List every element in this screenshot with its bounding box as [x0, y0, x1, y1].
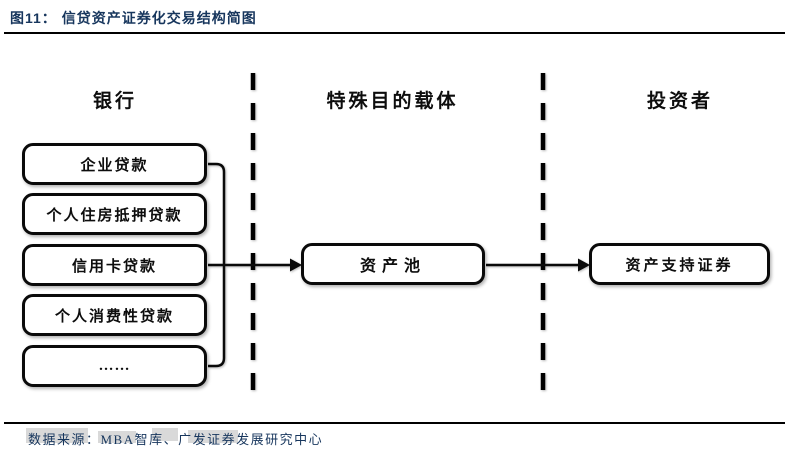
asset-box-mortgage-loans: 个人住房抵押贷款	[22, 193, 207, 235]
column-header-bank: 银行	[92, 91, 137, 112]
watermark-artifact	[152, 428, 178, 441]
watermark-artifact	[26, 428, 88, 443]
watermark-artifact	[188, 430, 238, 443]
arrow-pool-to-security-head	[578, 258, 590, 272]
arrow-assets-to-pool-head	[290, 258, 302, 272]
asset-box-corporate-loans: 企业贷款	[22, 143, 207, 185]
asset-pool-box: 资产池	[301, 243, 485, 285]
asset-box-credit-card-loans: 信用卡贷款	[22, 244, 207, 286]
asset-box-ellipsis: ……	[22, 345, 207, 387]
column-header-investor: 投资者	[646, 91, 713, 112]
asset-box-consumer-loans: 个人消费性贷款	[22, 294, 207, 336]
watermark-artifact	[98, 431, 136, 443]
asset-backed-security-box: 资产支持证券	[589, 243, 770, 285]
title-divider-line	[4, 32, 785, 34]
column-header-spv: 特殊目的载体	[326, 91, 459, 112]
source-divider-line	[4, 422, 785, 424]
data-source-note: 数据来源：MBA智库、广发证券发展研究中心	[28, 432, 324, 447]
figure-title: 图11： 信贷资产证券化交易结构简图	[10, 10, 257, 26]
